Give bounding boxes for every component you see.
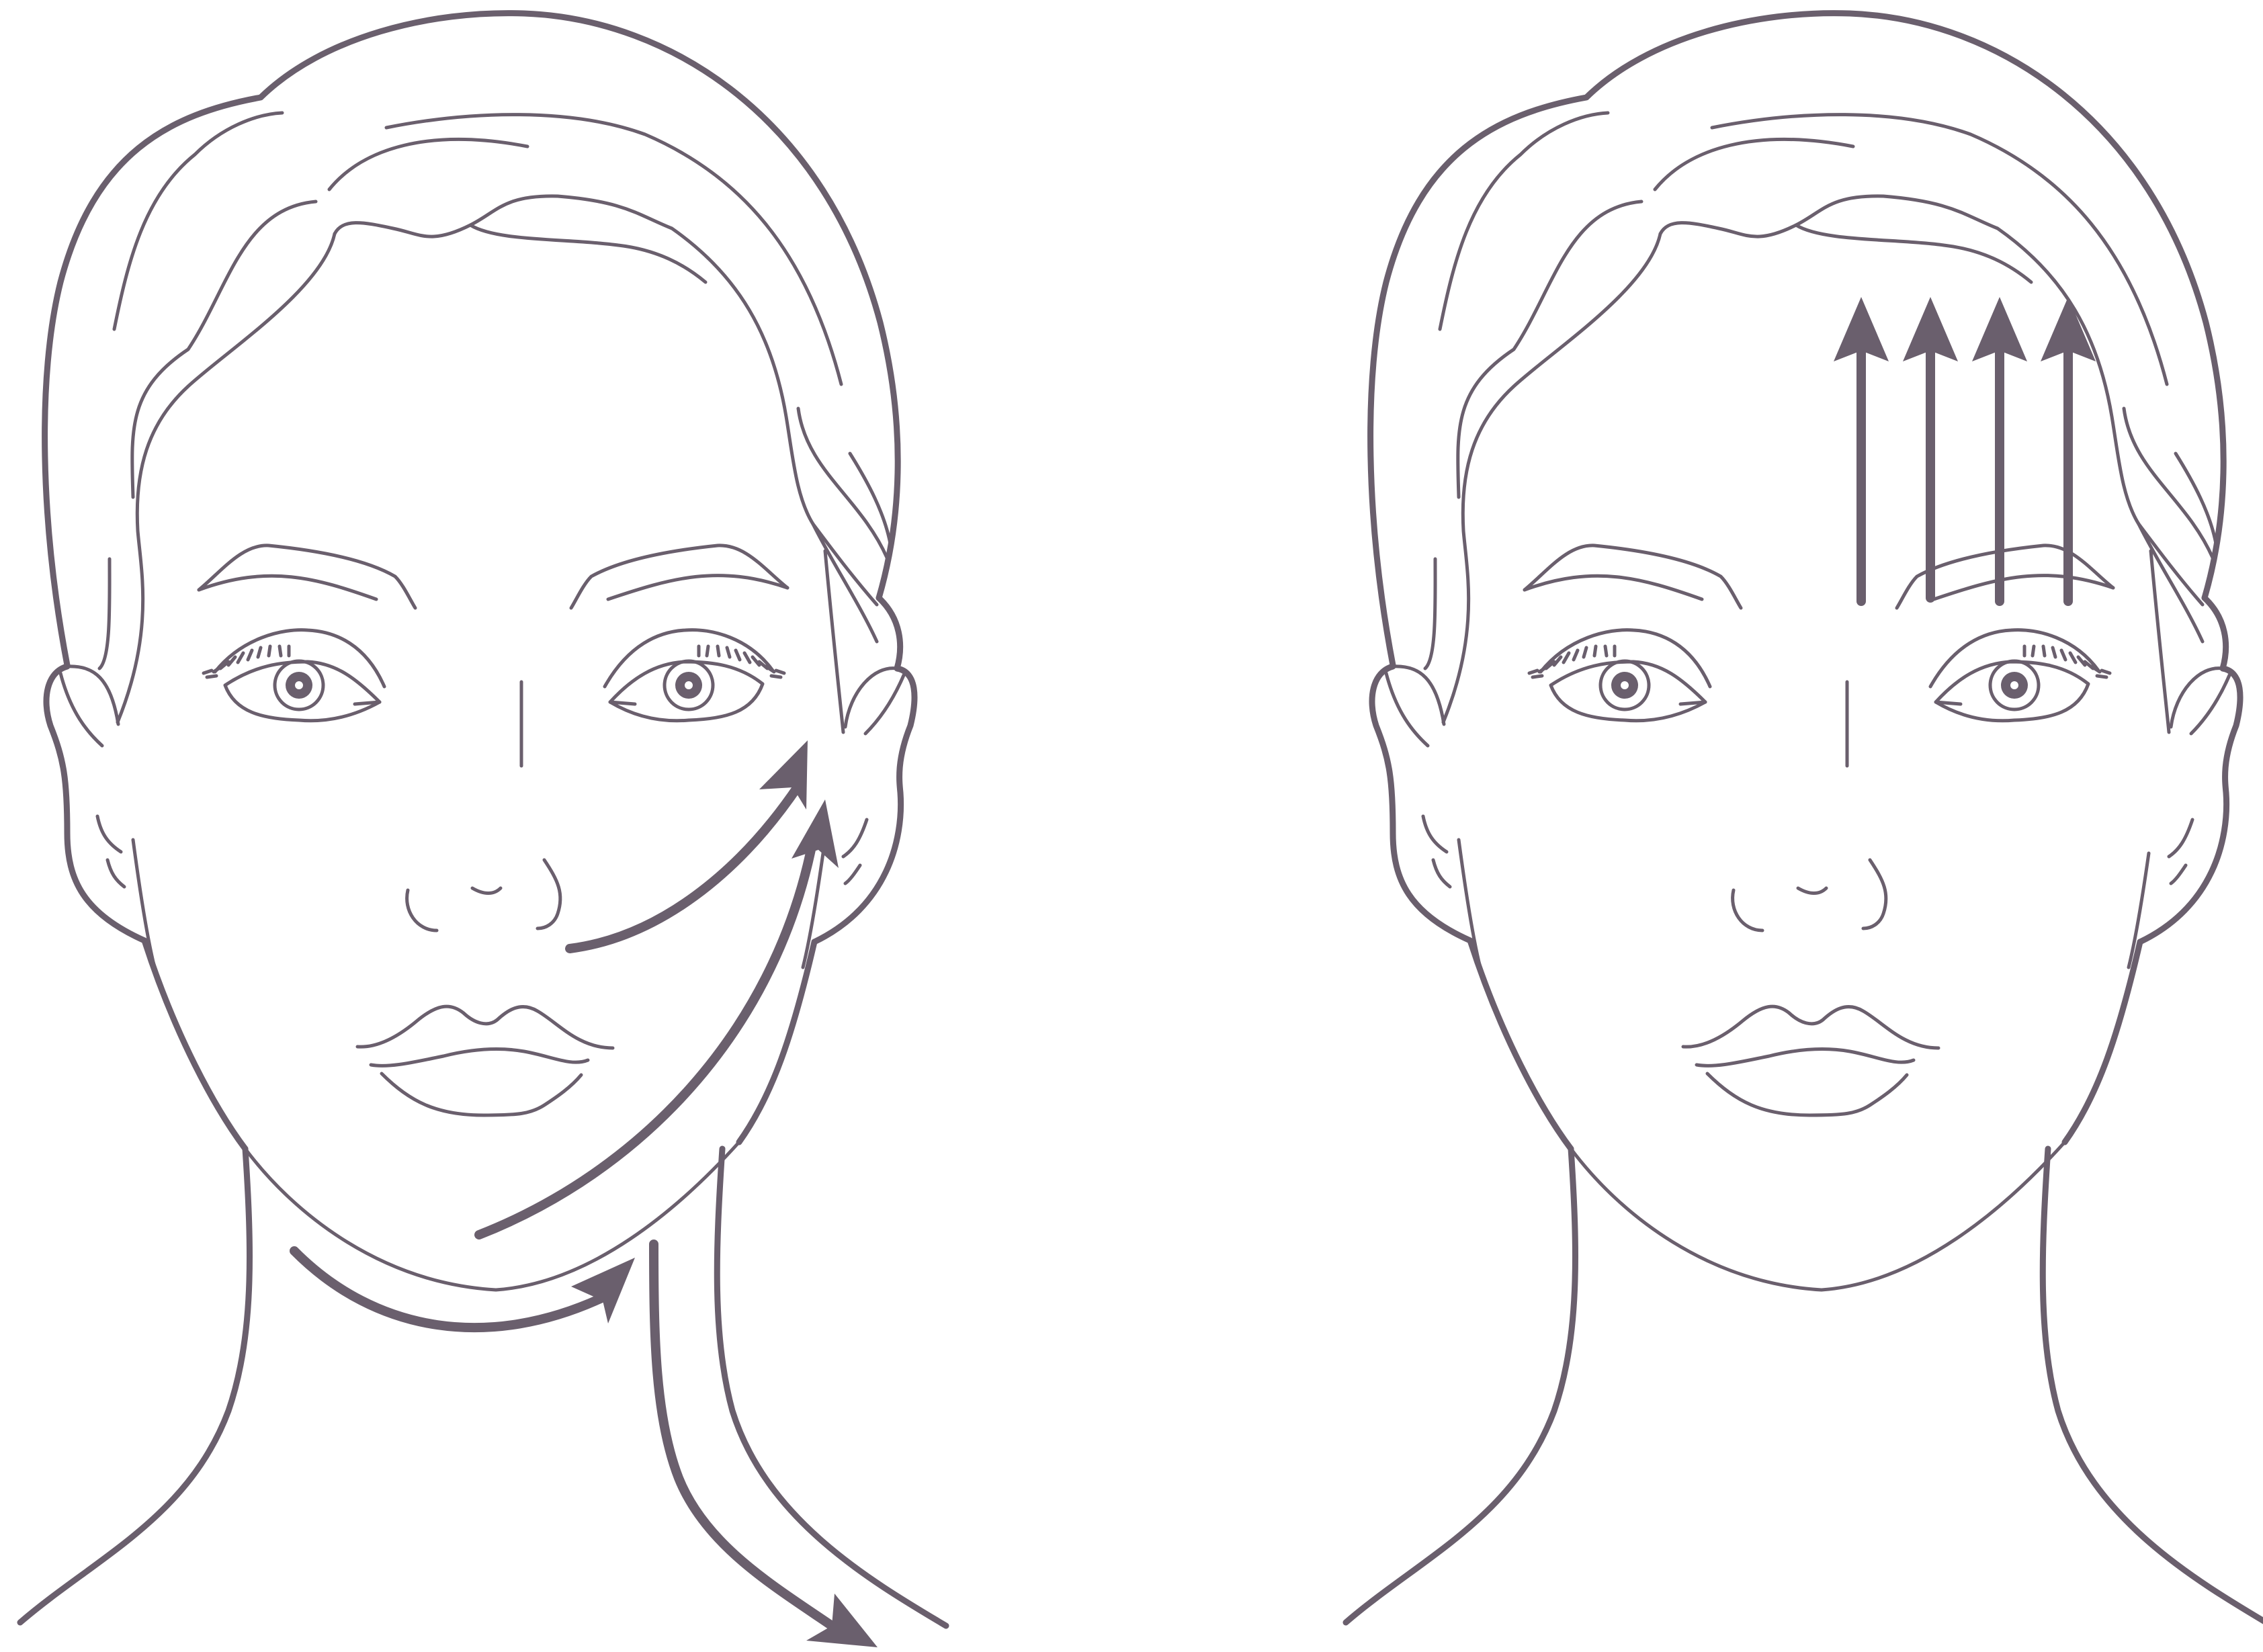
face-right — [1346, 13, 2263, 1626]
face-outline-left — [20, 13, 946, 1626]
face-outline-right — [1346, 13, 2263, 1626]
under-chin-arrow — [294, 1251, 635, 1328]
jaw-upward-arrow — [479, 799, 839, 1235]
forehead-up-arrow-4 — [2041, 297, 2096, 601]
forehead-up-arrow-1 — [1834, 297, 1889, 601]
neck-downward-arrow — [654, 1244, 878, 1647]
cheek-upward-arrow — [570, 740, 808, 949]
face-left — [20, 13, 946, 1647]
forehead-up-arrow-2 — [1903, 297, 1958, 598]
